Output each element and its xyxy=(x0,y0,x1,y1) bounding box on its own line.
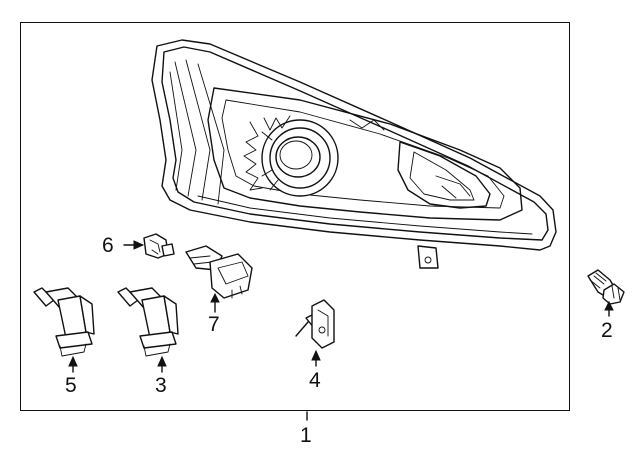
socket-part xyxy=(185,245,253,313)
callout-6: 6 xyxy=(102,234,114,257)
callout-7: 7 xyxy=(208,313,220,336)
small-bulb-part xyxy=(123,233,175,259)
headlamp-bulb-part-5 xyxy=(33,287,95,373)
headlamp-assembly xyxy=(151,39,557,269)
callout-4: 4 xyxy=(309,369,321,392)
callout-3: 3 xyxy=(155,374,167,397)
assembly-frame xyxy=(20,22,570,411)
bolt-part xyxy=(587,269,625,317)
callout-2: 2 xyxy=(601,319,613,342)
headlamp-bulb-part-3 xyxy=(117,287,179,373)
callout-1: 1 xyxy=(300,424,312,447)
marker-socket-part xyxy=(295,299,335,367)
callout-5: 5 xyxy=(65,374,77,397)
